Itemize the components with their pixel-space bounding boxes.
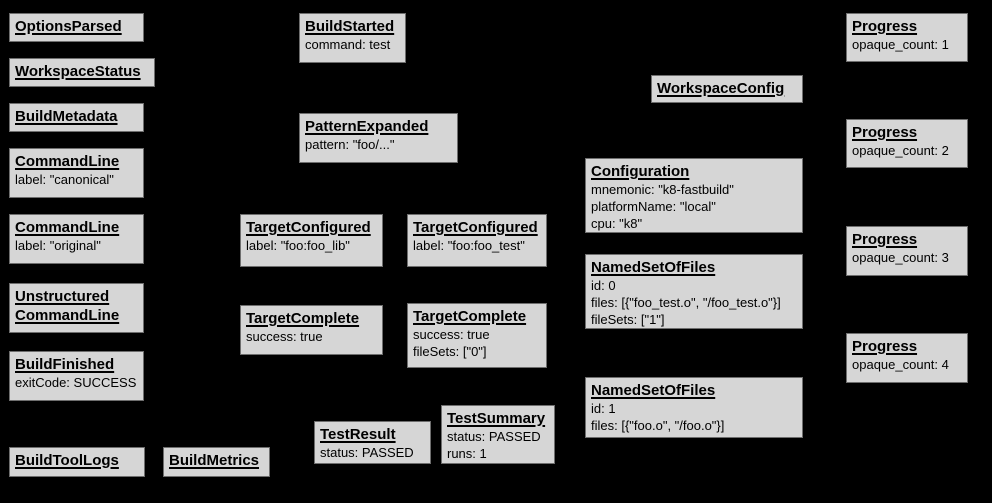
node-detail-line: files: [{"foo.o", "/foo.o"}]	[591, 418, 725, 433]
node-detail-line: id: 1	[591, 401, 616, 416]
node-unstructured-command-line: Unstructured CommandLine	[9, 283, 144, 333]
node-title: BuildStarted	[305, 18, 395, 35]
node-title: Progress	[852, 338, 918, 355]
node-title: TargetConfigured	[246, 219, 371, 236]
node-title: TargetComplete	[413, 308, 527, 325]
node-detail-line: status: PASSED	[447, 429, 541, 444]
node-detail-line: fileSets: ["1"]	[591, 312, 665, 327]
node-title: BuildToolLogs	[15, 452, 119, 469]
node-test-result: TestResult status: PASSED	[314, 421, 431, 464]
node-title: CommandLine	[15, 153, 120, 170]
node-detail-line: label: "canonical"	[15, 172, 114, 187]
node-title: Progress	[852, 18, 918, 35]
node-detail-line: platformName: "local"	[591, 199, 716, 214]
node-title: BuildMetadata	[15, 108, 118, 125]
node-detail-line: command: test	[305, 37, 391, 52]
node-title: WorkspaceStatus	[15, 63, 141, 80]
node-options-parsed: OptionsParsed	[9, 13, 144, 42]
node-title: OptionsParsed	[15, 18, 122, 35]
node-detail-line: opaque_count: 3	[852, 250, 949, 265]
node-title: TestSummary	[447, 410, 546, 427]
node-test-summary: TestSummary status: PASSED runs: 1	[441, 405, 555, 464]
node-detail-line: success: true	[413, 327, 490, 342]
node-title: TargetComplete	[246, 310, 360, 327]
node-detail-line: label: "foo:foo_lib"	[246, 238, 350, 253]
node-title: TestResult	[320, 426, 396, 443]
node-detail-line: success: true	[246, 329, 323, 344]
node-title: BuildMetrics	[169, 452, 260, 469]
node-workspace-status: WorkspaceStatus	[9, 58, 155, 87]
node-build-finished: BuildFinished exitCode: SUCCESS	[9, 351, 144, 401]
node-detail-line: id: 0	[591, 278, 616, 293]
node-progress-4: Progress opaque_count: 4	[846, 333, 968, 383]
node-build-tool-logs: BuildToolLogs	[9, 447, 145, 477]
node-title: TargetConfigured	[413, 219, 538, 236]
node-configuration: Configuration mnemonic: "k8-fastbuild" pla…	[585, 158, 803, 233]
node-progress-1: Progress opaque_count: 1	[846, 13, 968, 62]
node-title: BuildFinished	[15, 356, 115, 373]
node-target-configured-foo-test: TargetConfigured label: "foo:foo_test"	[407, 214, 547, 267]
node-detail-line: opaque_count: 1	[852, 37, 949, 52]
node-named-set-of-files-1: NamedSetOfFiles id: 1 files: [{"foo.o", "/…	[585, 377, 803, 438]
node-named-set-of-files-0: NamedSetOfFiles id: 0 files: [{"foo_test.o…	[585, 254, 803, 329]
node-detail-line: cpu: "k8"	[591, 216, 643, 231]
node-detail-line: exitCode: SUCCESS	[15, 375, 137, 390]
node-title: Progress	[852, 124, 918, 141]
node-build-metadata: BuildMetadata	[9, 103, 144, 132]
node-command-line-canonical: CommandLine label: "canonical"	[9, 148, 144, 198]
node-detail-line: label: "foo:foo_test"	[413, 238, 525, 253]
node-title: NamedSetOfFiles	[591, 259, 716, 276]
node-title: CommandLine	[15, 219, 120, 236]
node-command-line-original: CommandLine label: "original"	[9, 214, 144, 264]
node-detail-line: opaque_count: 4	[852, 357, 949, 372]
node-detail-line: pattern: "foo/..."	[305, 137, 395, 152]
node-target-complete-foo-test: TargetComplete success: true fileSets: ["0…	[407, 303, 547, 368]
node-target-complete-foo-lib: TargetComplete success: true	[240, 305, 383, 355]
node-detail-line: fileSets: ["0"]	[413, 344, 487, 359]
node-progress-3: Progress opaque_count: 3	[846, 226, 968, 276]
node-title: PatternExpanded	[305, 118, 429, 135]
node-detail-line: mnemonic: "k8-fastbuild"	[591, 182, 734, 197]
node-workspace-config: WorkspaceConfig	[651, 75, 803, 103]
node-build-started: BuildStarted command: test	[299, 13, 406, 63]
node-target-configured-foo-lib: TargetConfigured label: "foo:foo_lib"	[240, 214, 383, 267]
node-pattern-expanded: PatternExpanded pattern: "foo/..."	[299, 113, 458, 163]
node-detail-line: label: "original"	[15, 238, 101, 253]
node-progress-2: Progress opaque_count: 2	[846, 119, 968, 168]
node-title: Configuration	[591, 163, 690, 180]
node-detail-line: runs: 1	[447, 446, 487, 461]
node-build-metrics: BuildMetrics	[163, 447, 270, 477]
node-title: Progress	[852, 231, 918, 248]
node-detail-line: status: PASSED	[320, 445, 414, 460]
node-title: Unstructured CommandLine	[15, 288, 120, 324]
node-detail-line: opaque_count: 2	[852, 143, 949, 158]
node-title: WorkspaceConfig	[657, 80, 785, 97]
node-detail-line: files: [{"foo_test.o", "/foo_test.o"}]	[591, 295, 781, 310]
node-title: NamedSetOfFiles	[591, 382, 716, 399]
